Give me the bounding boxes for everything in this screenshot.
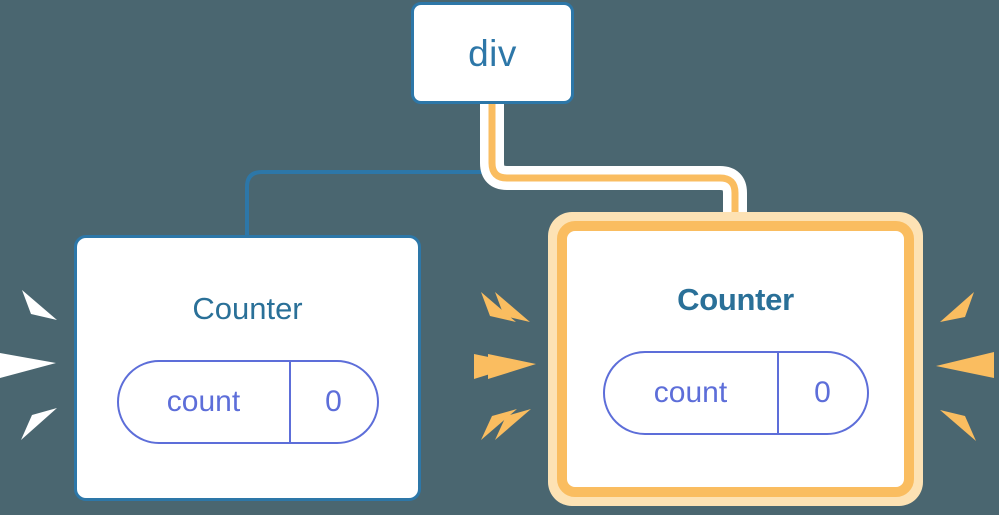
node-counter-right[interactable]: Counter count 0 <box>548 212 923 506</box>
node-counter-right-label: Counter <box>677 281 794 317</box>
node-counter-left-label: Counter <box>192 290 303 326</box>
edge-div-to-counter-left <box>245 102 494 240</box>
node-div[interactable]: div <box>411 2 574 104</box>
state-pill-left-key: count <box>166 384 241 418</box>
state-pill-left: count 0 <box>116 359 379 444</box>
node-div-label: div <box>468 32 517 74</box>
state-pill-right-value: 0 <box>776 352 867 433</box>
node-counter-left[interactable]: Counter count 0 <box>74 235 421 501</box>
edge-div-to-counter-right-halo <box>480 104 747 222</box>
state-pill-left-value: 0 <box>288 361 377 442</box>
rerender-highlight-ring: Counter count 0 <box>557 221 914 497</box>
state-pill-right: count 0 <box>602 350 869 435</box>
edge-div-to-counter-right <box>488 104 739 222</box>
state-pill-right-key: count <box>653 375 728 409</box>
